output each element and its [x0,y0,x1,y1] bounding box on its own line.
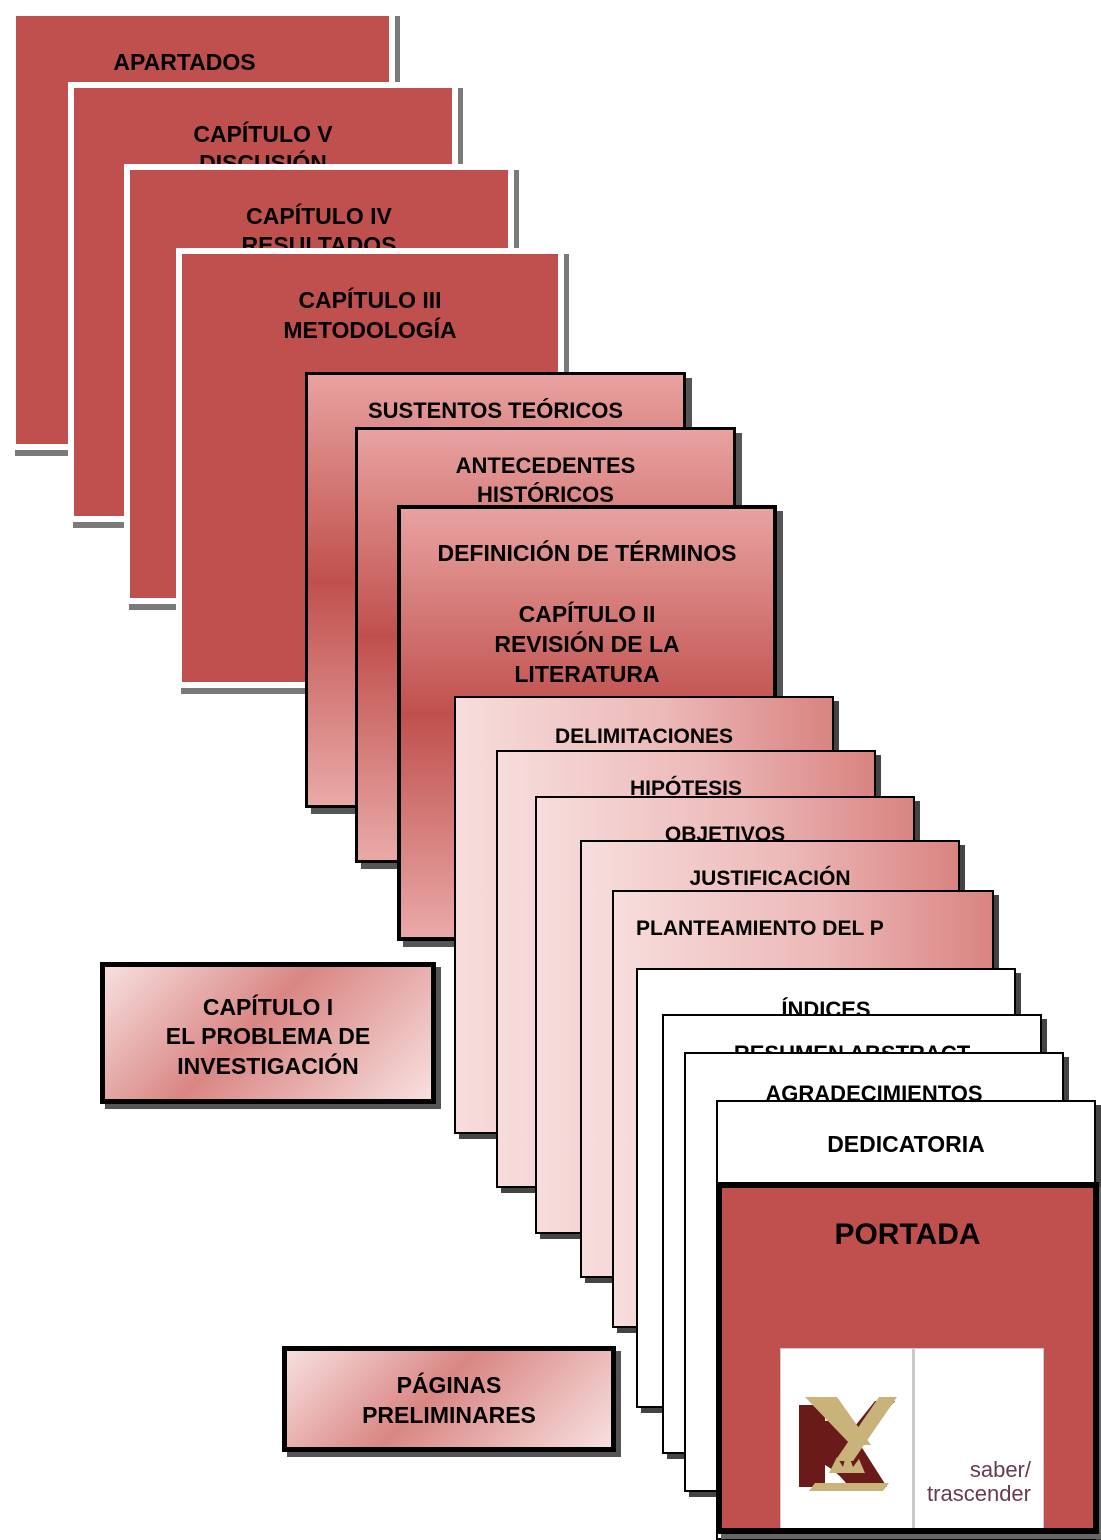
logo-text-trascender: trascender [927,1480,1031,1506]
definicion-title: DEFINICIÓN DE TÉRMINOS [437,540,737,566]
logo-text-saber: saber/ [969,1456,1031,1482]
sustentos-title: SUSTENTOS TEÓRICOS [367,398,624,423]
university-logo: saber/ trascender [780,1348,1044,1528]
dedicatoria-title: DEDICATORIA [827,1131,985,1157]
antecedentes-title: ANTECEDENTES [455,453,636,478]
hipotesis-title: HIPÓTESIS [629,777,743,800]
logo-wordmark: saber/ trascender [915,1349,1043,1528]
capitulo-iii-subtitle: METODOLOGÍA [283,317,457,343]
page-portada: PORTADA saber/ trascender [716,1182,1099,1534]
preliminares-subtitle: PRELIMINARES [362,1402,536,1428]
label-capitulo-i: CAPÍTULO I EL PROBLEMA DE INVESTIGACIÓN [100,962,436,1104]
planteamiento-title: PLANTEAMIENTO DEL P [636,917,884,940]
capitulo-i-title: CAPÍTULO I [202,994,334,1020]
capitulo-ii-line3: LITERATURA [514,661,660,687]
capitulo-iii-title: CAPÍTULO III [298,287,442,313]
delimitaciones-title: DELIMITACIONES [554,725,734,748]
capitulo-v-title: CAPÍTULO V [193,121,333,147]
capitulo-ii-title: CAPÍTULO II [518,601,656,627]
capitulo-ii-line2: REVISIÓN DE LA [494,631,680,657]
preliminares-title: PÁGINAS [396,1372,502,1398]
label-paginas-preliminares: PÁGINAS PRELIMINARES [282,1346,616,1452]
capitulo-i-line2: EL PROBLEMA DE [165,1023,371,1049]
portada-title: PORTADA [834,1218,981,1251]
antecedentes-subtitle: HISTÓRICOS [477,482,614,507]
justificacion-title: JUSTIFICACIÓN [689,867,851,890]
capitulo-iv-title: CAPÍTULO IV [246,203,392,229]
logo-emblem-icon [781,1349,915,1528]
capitulo-i-line3: INVESTIGACIÓN [177,1053,359,1079]
apartados-title: APARTADOS [113,49,256,75]
